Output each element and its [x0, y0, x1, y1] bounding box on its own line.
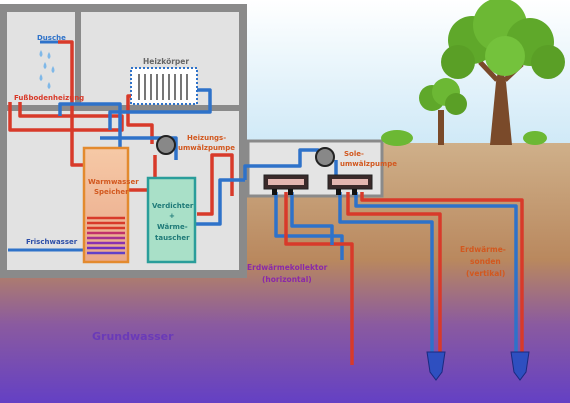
underfloor-heating-pipe — [8, 102, 124, 132]
exchanger-label-3: Wärme- — [157, 223, 188, 231]
shower-label: Dusche — [37, 34, 66, 42]
probe-tip-2 — [510, 351, 530, 381]
collector-label-1: Erdwärmekollektor — [247, 263, 328, 272]
underfloor-heating-label: Fußbodenheizung — [14, 94, 84, 102]
probe2-cold-pipe — [354, 192, 518, 352]
collector-cold-pipe — [274, 192, 344, 260]
probes-label-1: Erdwärme- — [460, 245, 506, 254]
hot-water-tank — [82, 146, 130, 264]
brine-circulation-pump-icon — [315, 147, 335, 167]
cold-return-pump — [100, 136, 178, 160]
probe-tip-1 — [426, 351, 446, 381]
collector-hot-pipe — [284, 192, 354, 365]
exchanger-label-1: Verdichter — [152, 202, 194, 210]
heating-circulation-pump-icon — [156, 135, 176, 155]
cold-pipe-exchanger — [195, 178, 245, 226]
probes-label-2: sonden — [470, 257, 501, 266]
heating-pump-label-2: umwälzpumpe — [178, 144, 235, 152]
pipes — [8, 40, 524, 365]
shower-icon — [39, 40, 58, 89]
probes-label-3: (vertikal) — [466, 269, 505, 278]
heating-pump-label-1: Heizungs- — [187, 134, 226, 142]
manifold-right — [327, 174, 373, 195]
exchanger-label-4: tauscher — [155, 234, 190, 242]
fresh-water-label: Frischwasser — [26, 238, 78, 246]
brine-pump-label-2: umwälzpumpe — [340, 160, 397, 168]
hot-pipe-exchanger — [197, 153, 234, 216]
bushes — [381, 130, 547, 146]
probe2-hot-pipe — [360, 192, 524, 352]
cold-return-radiator — [108, 88, 212, 130]
probe1-hot-pipe — [346, 192, 442, 352]
hot-supply-pipe — [126, 94, 154, 144]
tank-label-2: Speicher — [94, 188, 129, 196]
groundwater-label: Grundwasser — [92, 330, 174, 343]
collector-label-2: (horizontal) — [262, 275, 312, 284]
tree-small — [419, 78, 467, 145]
brine-pump-label-1: Sole- — [344, 150, 364, 158]
exchanger-label-2: + — [169, 212, 175, 220]
radiator-icon — [130, 67, 198, 105]
tank-label-1: Warmwasser — [88, 178, 139, 186]
collector-loop-pipe — [290, 192, 334, 245]
cold-return-floor — [58, 102, 122, 150]
tree-large — [441, 0, 565, 145]
probe1-cold-pipe — [338, 192, 434, 352]
manifold-left — [263, 174, 309, 195]
radiator-label: Heizkörper — [143, 57, 189, 66]
compressor-heat-exchanger — [146, 176, 197, 264]
